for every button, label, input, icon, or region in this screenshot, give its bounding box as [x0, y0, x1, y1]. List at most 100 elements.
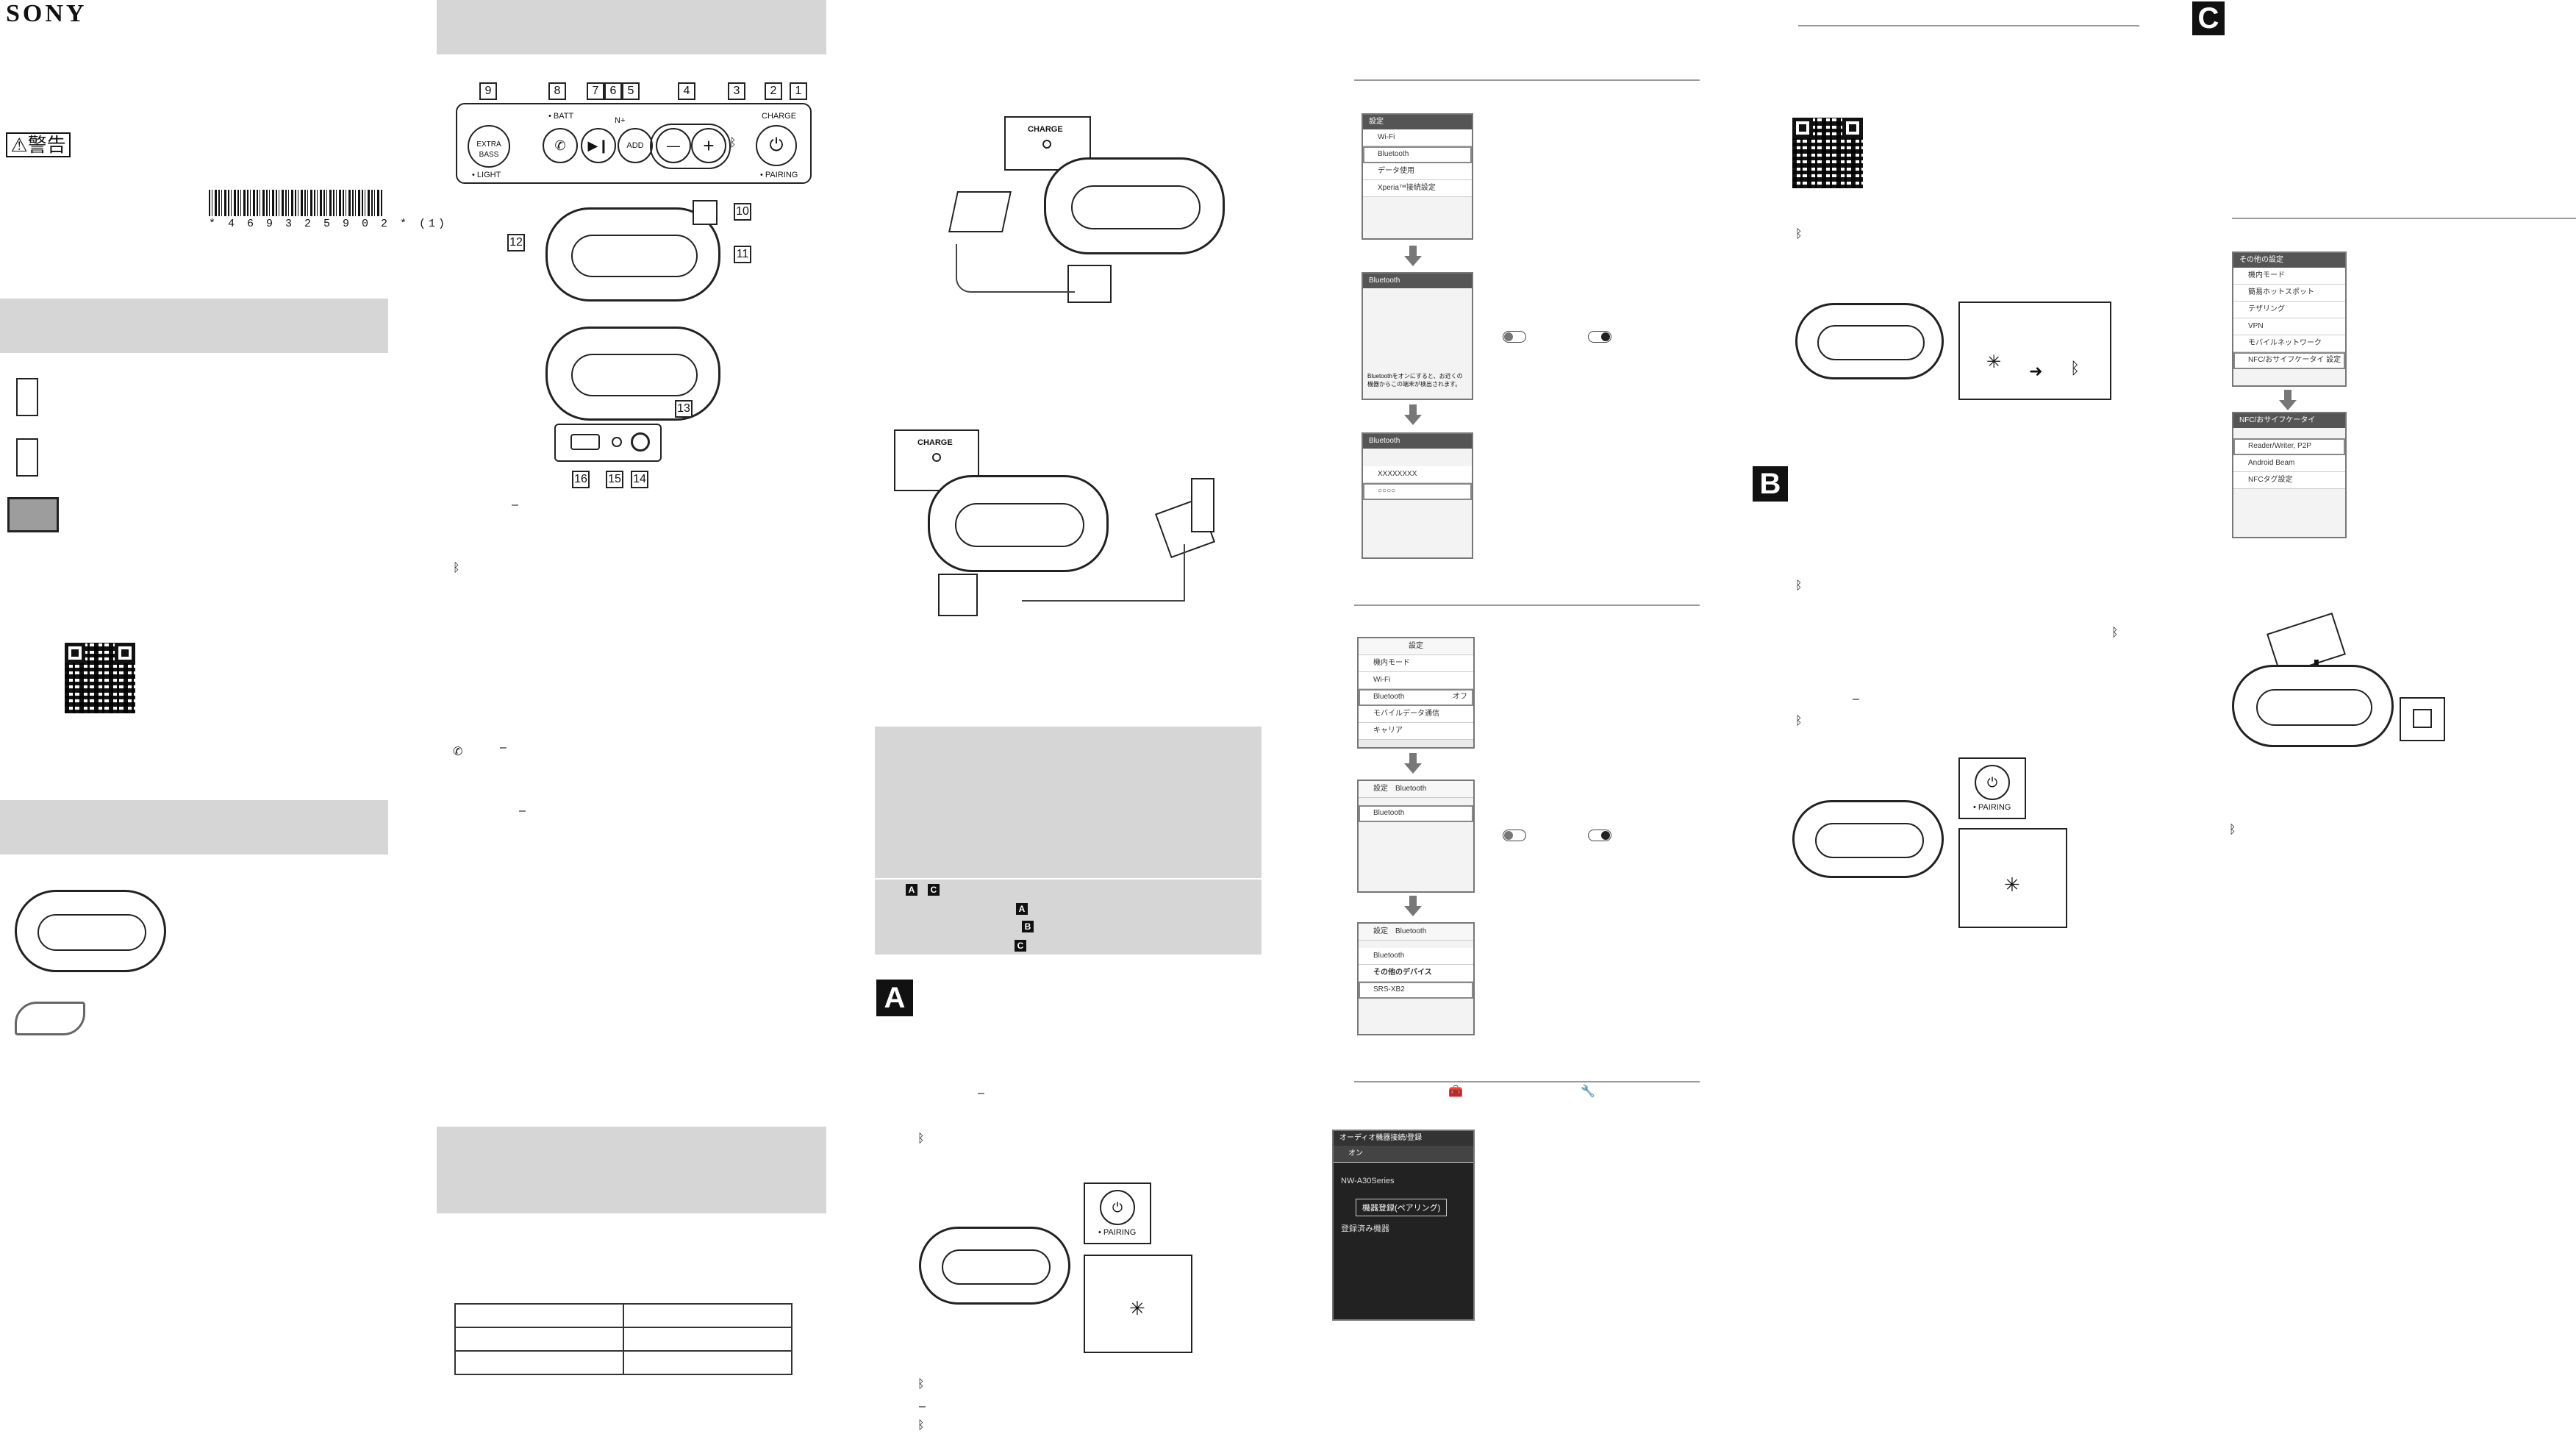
pairing-caption: • PAIRING — [1098, 1228, 1137, 1237]
power-button[interactable]: ⏻ — [756, 125, 797, 166]
row-value: オフ — [1453, 693, 1467, 701]
batt-label: • BATT — [548, 112, 574, 121]
back-label: 設定 — [1373, 785, 1388, 793]
speaker-charging-illustration — [1044, 157, 1225, 254]
nfc-icon — [693, 200, 718, 225]
dash-mark: – — [978, 1087, 984, 1099]
screen-row-highlighted: Bluetooth — [1363, 146, 1472, 163]
screen-row: NFCタグ設定 — [2233, 472, 2345, 489]
part-number-6: 6 — [604, 82, 622, 100]
speaker-illustration — [15, 890, 166, 972]
section-letter-c-small: C — [1015, 940, 1026, 952]
play-pause-button[interactable]: ▶❙ — [581, 128, 616, 163]
dash-mark: – — [1853, 693, 1859, 705]
screen-row: 機内モード — [2233, 268, 2345, 285]
add-button[interactable]: ADD — [618, 128, 653, 163]
speaker-illustration — [1795, 303, 1944, 379]
qr-code — [65, 643, 135, 713]
part-number-1: 1 — [790, 82, 807, 100]
bluetooth-blinking-icon: ✳ — [1129, 1297, 1145, 1319]
spec-table — [454, 1303, 793, 1375]
speaker-back-illustration — [545, 327, 720, 421]
step-arrow — [1404, 753, 1422, 774]
extra-bass-button[interactable]: EXTRA BASS — [468, 125, 510, 168]
section-header-band — [437, 1127, 826, 1213]
wall-outlet-illustration — [1191, 478, 1214, 532]
table-cell — [454, 1303, 624, 1328]
part-number-14: 14 — [631, 471, 648, 488]
bluetooth-icon: ᛒ — [917, 1419, 925, 1432]
pairing-label: • PAIRING — [760, 171, 798, 179]
bluetooth-icon: ᛒ — [453, 562, 460, 574]
bluetooth-icon: ᛒ — [917, 1132, 925, 1145]
charge-led — [1042, 140, 1051, 149]
section-letter-b-small: B — [1022, 921, 1034, 932]
toggle-on-icon — [1588, 830, 1611, 841]
screen-row: データ使用 — [1363, 163, 1472, 180]
power-button-closeup: ⏻ — [1975, 765, 2010, 800]
phone-icon: ✆ — [554, 138, 566, 153]
title-label: Bluetooth — [1395, 785, 1427, 793]
screen-row: 機内モード — [1359, 655, 1473, 672]
android-bluetooth-screen: Bluetooth Bluetoothをオンにすると、お近くの機器からこの端末が… — [1362, 272, 1473, 400]
barcode-number: * 4 6 9 3 2 5 9 0 2 * (1) — [209, 218, 448, 230]
screen-row: VPN — [2233, 318, 2345, 335]
dash-mark: – — [500, 741, 507, 754]
divider — [1354, 79, 1700, 81]
walkman-screen: オーディオ機器接続/登録 オン NW-A30Series 機器登録(ペアリング)… — [1332, 1130, 1475, 1321]
part-number-13: 13 — [675, 400, 693, 418]
divider — [1798, 25, 2139, 26]
bluetooth-icon: ᛒ — [2229, 824, 2236, 836]
speaker-illustration — [919, 1227, 1070, 1305]
call-button[interactable]: ✆ — [543, 128, 578, 163]
charge-callout-label: CHARGE — [917, 438, 953, 447]
volume-down-button[interactable]: — — [656, 128, 691, 163]
screen-row: モバイルネットワーク — [2233, 335, 2345, 352]
back-label: 設定 — [1373, 927, 1388, 935]
android-nfc-settings-screen: その他の設定 機内モード 簡易ホットスポット テザリング VPN モバイルネット… — [2232, 252, 2347, 387]
step-arrow — [1404, 246, 1422, 266]
row-label: Bluetooth — [1373, 693, 1405, 701]
table-cell — [454, 1327, 624, 1352]
step-arrow — [1404, 404, 1422, 425]
part-number-9: 9 — [479, 82, 497, 100]
bluetooth-led-callout: ✳ — [1958, 828, 2067, 928]
pairing-caption: • PAIRING — [1973, 803, 2011, 812]
toggle-on-icon — [1588, 331, 1611, 343]
screen-row: 簡易ホットスポット — [2233, 285, 2345, 302]
usb-port-callout — [938, 574, 978, 616]
step-arrow — [1404, 896, 1422, 916]
screen-row-highlighted: Bluetooth オフ — [1359, 689, 1473, 706]
info-box — [875, 727, 1262, 955]
play-pause-icon: ▶❙ — [587, 138, 609, 153]
step-arrow — [2279, 390, 2297, 410]
part-number-12: 12 — [507, 234, 525, 252]
divider — [875, 878, 1262, 880]
bluetooth-icon: ᛒ — [2111, 627, 2119, 639]
dash-mark: – — [919, 1400, 926, 1413]
section-letter-a-small: A — [906, 884, 917, 896]
audio-in-jack — [631, 432, 650, 452]
section-letter-c: C — [2192, 1, 2225, 35]
screen-title: オーディオ機器接続/登録 — [1334, 1131, 1473, 1146]
divider — [2232, 218, 2576, 219]
micro-usb-port — [570, 434, 600, 450]
part-number-2: 2 — [765, 82, 782, 100]
light-label: • LIGHT — [472, 171, 501, 179]
bluetooth-icon: ᛒ — [1795, 579, 1803, 592]
screen-row-highlighted: ○○○○ — [1363, 483, 1472, 500]
power-icon: ⏻ — [769, 135, 784, 155]
screen-hint: Bluetoothをオンにすると、お近くの機器からこの端末が検出されます。 — [1367, 373, 1463, 388]
toolbox-icon: 🧰 — [1448, 1085, 1463, 1098]
table-cell — [454, 1350, 624, 1375]
section-letter-a-small: A — [1016, 903, 1028, 915]
power-button-closeup: ⏻ — [1100, 1190, 1135, 1225]
section-header-band — [0, 299, 388, 353]
dash-mark: – — [519, 805, 526, 817]
section-letter-c-small: C — [928, 884, 940, 896]
charge-led — [932, 453, 941, 462]
part-number-15: 15 — [606, 471, 623, 488]
screen-row-highlighted: SRS-XB2 — [1359, 982, 1473, 999]
part-number-10: 10 — [734, 203, 751, 221]
volume-up-button[interactable]: + — [691, 128, 726, 163]
